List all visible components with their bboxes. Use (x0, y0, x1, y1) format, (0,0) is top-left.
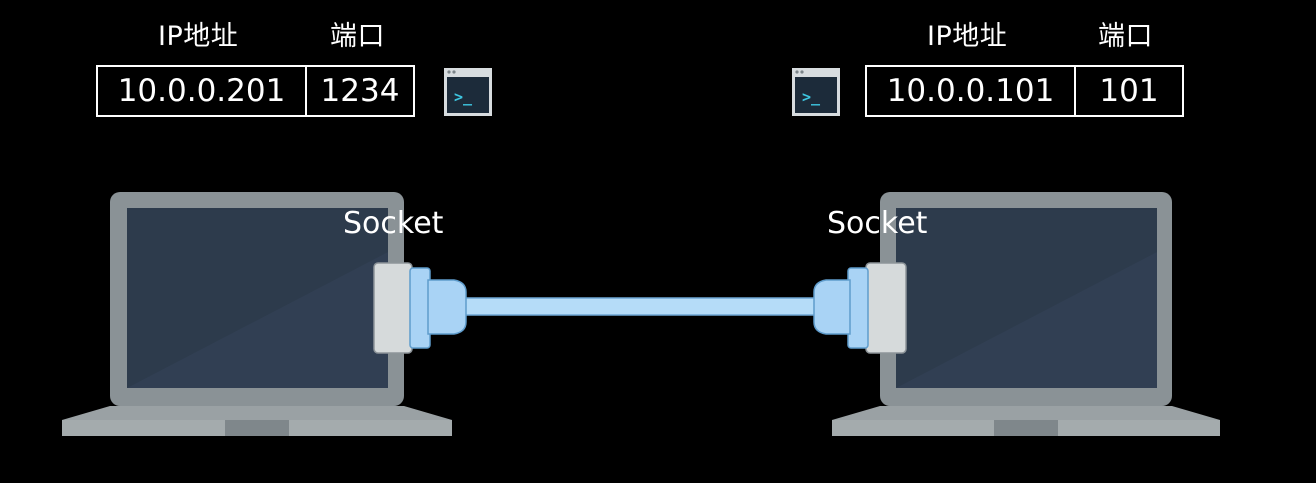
left-ip-value: 10.0.0.201 (98, 67, 307, 115)
left-terminal-icon: >_ (444, 68, 492, 116)
left-laptop (62, 192, 452, 436)
right-laptop-screen-shade (896, 252, 1157, 388)
left-socket-plug (373, 262, 467, 354)
right-plug-shell (865, 262, 907, 354)
network-cable (461, 297, 819, 316)
right-laptop (832, 192, 1220, 436)
left-socket-label: Socket (343, 206, 444, 241)
left-port-value: 1234 (320, 73, 400, 109)
right-address-table: 10.0.0.101 101 (865, 65, 1184, 117)
right-terminal-prompt: >_ (802, 88, 821, 106)
right-port-value: 101 (1099, 73, 1159, 109)
right-socket-plug (813, 262, 907, 354)
left-terminal-prompt: >_ (454, 88, 473, 106)
right-ip-header: IP地址 (927, 21, 1008, 52)
right-plug-connector (813, 279, 851, 335)
left-laptop-screen-shade (127, 252, 388, 388)
right-plug-ring (847, 267, 869, 349)
left-plug-connector (427, 279, 467, 335)
right-socket-label: Socket (827, 206, 928, 241)
left-address-table: 10.0.0.201 1234 (96, 65, 415, 117)
right-ip-value: 10.0.0.101 (867, 67, 1076, 115)
right-laptop-trackpad-notch (994, 420, 1058, 436)
left-laptop-trackpad-notch (225, 420, 289, 436)
right-port-header: 端口 (1098, 21, 1153, 52)
left-ip-header: IP地址 (158, 21, 239, 52)
left-plug-shell (373, 262, 413, 354)
left-port-header: 端口 (330, 21, 385, 52)
right-terminal-icon: >_ (792, 68, 840, 116)
left-plug-ring (409, 267, 431, 349)
